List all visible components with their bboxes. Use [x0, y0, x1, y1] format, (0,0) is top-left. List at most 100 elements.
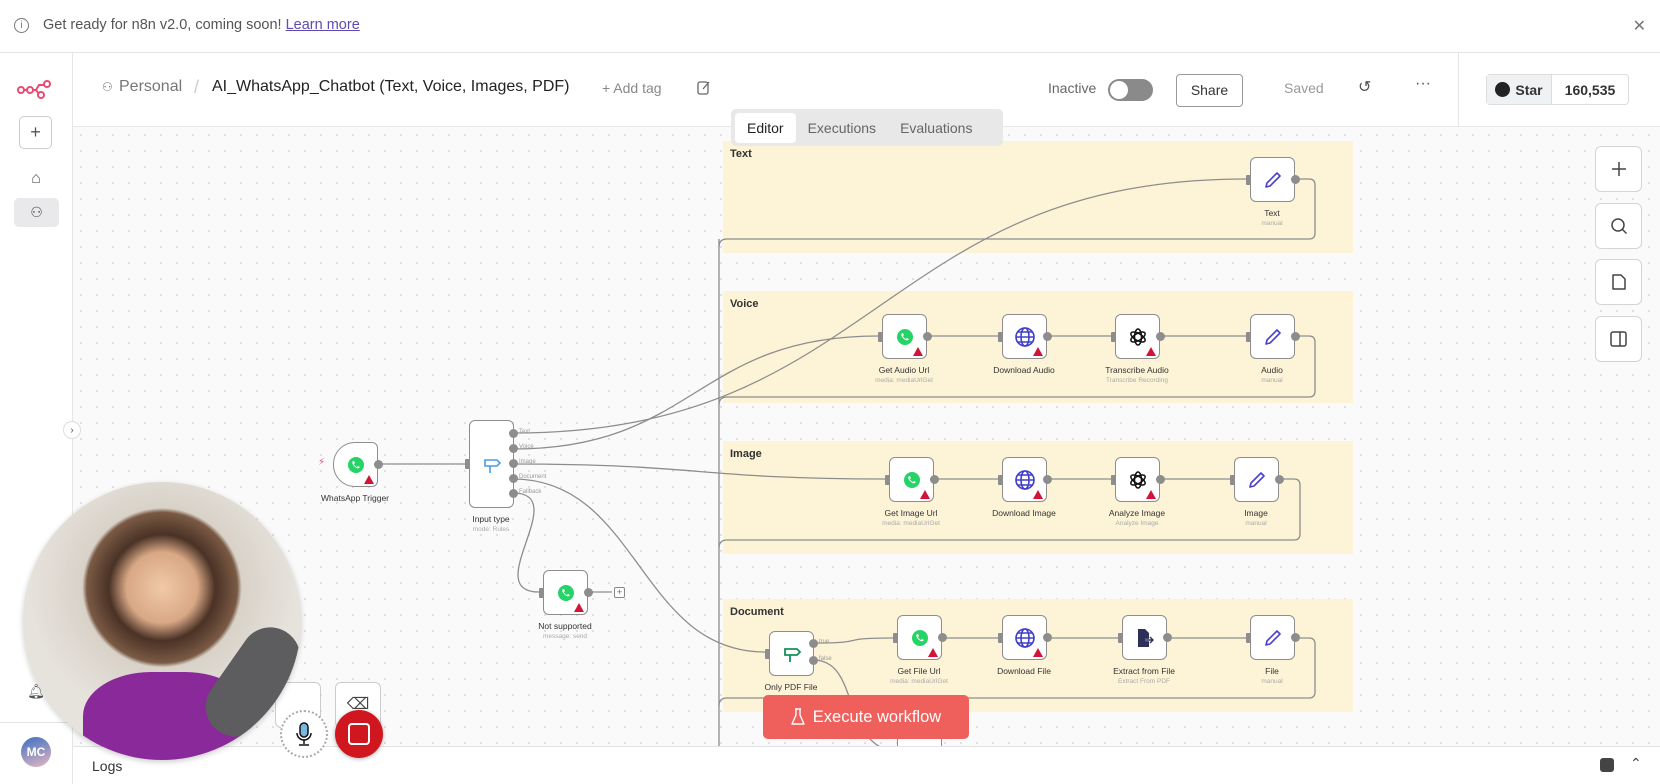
input-port[interactable] — [539, 587, 544, 598]
input-port[interactable] — [893, 632, 898, 643]
warning-icon — [913, 347, 923, 356]
whatsapp-icon — [903, 471, 920, 488]
node-label: Get Audio Url — [878, 365, 930, 375]
output-port[interactable] — [509, 473, 518, 483]
more-options-icon[interactable]: ··· — [1415, 75, 1431, 92]
node-analyze-image[interactable] — [1115, 457, 1160, 502]
stop-recording-button[interactable] — [335, 710, 383, 758]
github-star-button[interactable]: Star 160,535 — [1486, 74, 1629, 105]
input-port[interactable] — [885, 474, 890, 485]
output-port[interactable] — [1291, 332, 1300, 341]
extract-file-icon — [1137, 628, 1155, 647]
node-only-pdf-file[interactable] — [769, 631, 814, 676]
node-text[interactable] — [1250, 157, 1295, 202]
input-port[interactable] — [1246, 174, 1251, 185]
add-node-button[interactable] — [1595, 146, 1642, 192]
node-whatsapp-trigger[interactable] — [333, 442, 378, 487]
node-get-file-url[interactable] — [897, 615, 942, 660]
openai-icon — [1129, 327, 1146, 346]
node-download-image[interactable] — [1002, 457, 1047, 502]
logs-panel-bar[interactable]: Logs ⌃ — [73, 746, 1660, 784]
breadcrumb-project[interactable]: Personal — [119, 78, 183, 95]
expand-sidebar-button[interactable]: › — [63, 421, 81, 439]
tab-editor[interactable]: Editor — [735, 112, 796, 143]
input-port[interactable] — [1246, 632, 1251, 643]
n8n-logo[interactable] — [17, 79, 53, 99]
add-connection-icon[interactable]: + — [614, 587, 625, 598]
whatsapp-icon — [557, 584, 574, 601]
output-port[interactable] — [1275, 475, 1284, 484]
node-transcribe-audio[interactable] — [1115, 314, 1160, 359]
output-port[interactable] — [809, 655, 818, 665]
note-icon — [1611, 274, 1626, 290]
globe-icon — [1014, 469, 1035, 490]
close-icon[interactable]: ✕ — [1632, 18, 1646, 35]
input-port[interactable] — [998, 474, 1003, 485]
output-port[interactable] — [1291, 633, 1300, 642]
input-port[interactable] — [1246, 331, 1251, 342]
input-port[interactable] — [465, 459, 470, 469]
input-port[interactable] — [1230, 474, 1235, 485]
search-nodes-button[interactable] — [1595, 203, 1642, 249]
input-port[interactable] — [1111, 474, 1116, 485]
input-port[interactable] — [765, 648, 770, 659]
output-port[interactable] — [509, 488, 518, 498]
execute-workflow-button[interactable]: Execute workflow — [763, 695, 969, 739]
avatar[interactable]: MC — [21, 737, 51, 767]
output-port[interactable] — [1291, 175, 1300, 184]
node-download-file[interactable] — [1002, 615, 1047, 660]
input-port[interactable] — [878, 331, 883, 342]
tab-executions[interactable]: Executions — [796, 113, 888, 143]
input-port[interactable] — [1111, 331, 1116, 342]
create-button[interactable]: + — [19, 116, 52, 149]
home-icon[interactable]: ⌂ — [31, 170, 41, 187]
output-port[interactable] — [1156, 332, 1165, 341]
history-icon[interactable]: ↺ — [1358, 79, 1372, 96]
plus-icon — [1611, 162, 1626, 176]
output-port[interactable] — [1043, 332, 1052, 341]
microphone-button[interactable] — [280, 710, 328, 758]
input-port[interactable] — [1118, 632, 1123, 643]
tab-evaluations[interactable]: Evaluations — [888, 113, 984, 143]
output-port[interactable] — [923, 332, 932, 341]
learn-more-link[interactable]: Learn more — [285, 17, 360, 33]
node-get-audio-url[interactable] — [882, 314, 927, 359]
chevron-up-icon[interactable]: ⌃ — [1630, 755, 1642, 771]
add-tag-button[interactable]: + Add tag — [602, 80, 662, 96]
output-port[interactable] — [1043, 475, 1052, 484]
node-extract-from-file[interactable] — [1122, 615, 1167, 660]
toggle-panel-button[interactable] — [1595, 316, 1642, 362]
output-port[interactable] — [938, 633, 947, 642]
node-audio[interactable] — [1250, 314, 1295, 359]
sticky-note-button[interactable] — [1595, 259, 1642, 305]
tab-label: Executions — [807, 119, 877, 136]
output-port[interactable] — [584, 588, 593, 597]
output-port[interactable] — [809, 638, 818, 648]
node-not-supported[interactable] — [543, 570, 588, 615]
share-button[interactable]: Share — [1176, 74, 1243, 107]
node-file[interactable] — [1250, 615, 1295, 660]
output-label: Fallback — [519, 489, 542, 495]
output-port[interactable] — [374, 460, 383, 469]
output-port[interactable] — [1156, 475, 1165, 484]
node-download-audio[interactable] — [1002, 314, 1047, 359]
node-image[interactable] — [1234, 457, 1279, 502]
output-port[interactable] — [930, 475, 939, 484]
output-label: true — [819, 639, 830, 645]
output-port[interactable] — [509, 458, 518, 468]
output-port[interactable] — [1043, 633, 1052, 642]
node-input-type[interactable] — [469, 420, 514, 508]
personal-icon[interactable]: ⚇ — [14, 198, 59, 227]
pop-out-icon[interactable] — [1600, 758, 1614, 772]
workflow-title[interactable]: AI_WhatsApp_Chatbot (Text, Voice, Images… — [212, 78, 570, 95]
active-toggle[interactable] — [1108, 79, 1153, 101]
sidebar-divider — [0, 722, 73, 723]
output-port[interactable] — [509, 443, 518, 453]
output-port[interactable] — [1163, 633, 1172, 642]
node-get-image-url[interactable] — [889, 457, 934, 502]
input-port[interactable] — [998, 331, 1003, 342]
output-port[interactable] — [509, 428, 518, 438]
input-port[interactable] — [998, 632, 1003, 643]
node-label: Download File — [997, 666, 1051, 676]
edit-description-icon[interactable] — [697, 80, 711, 95]
